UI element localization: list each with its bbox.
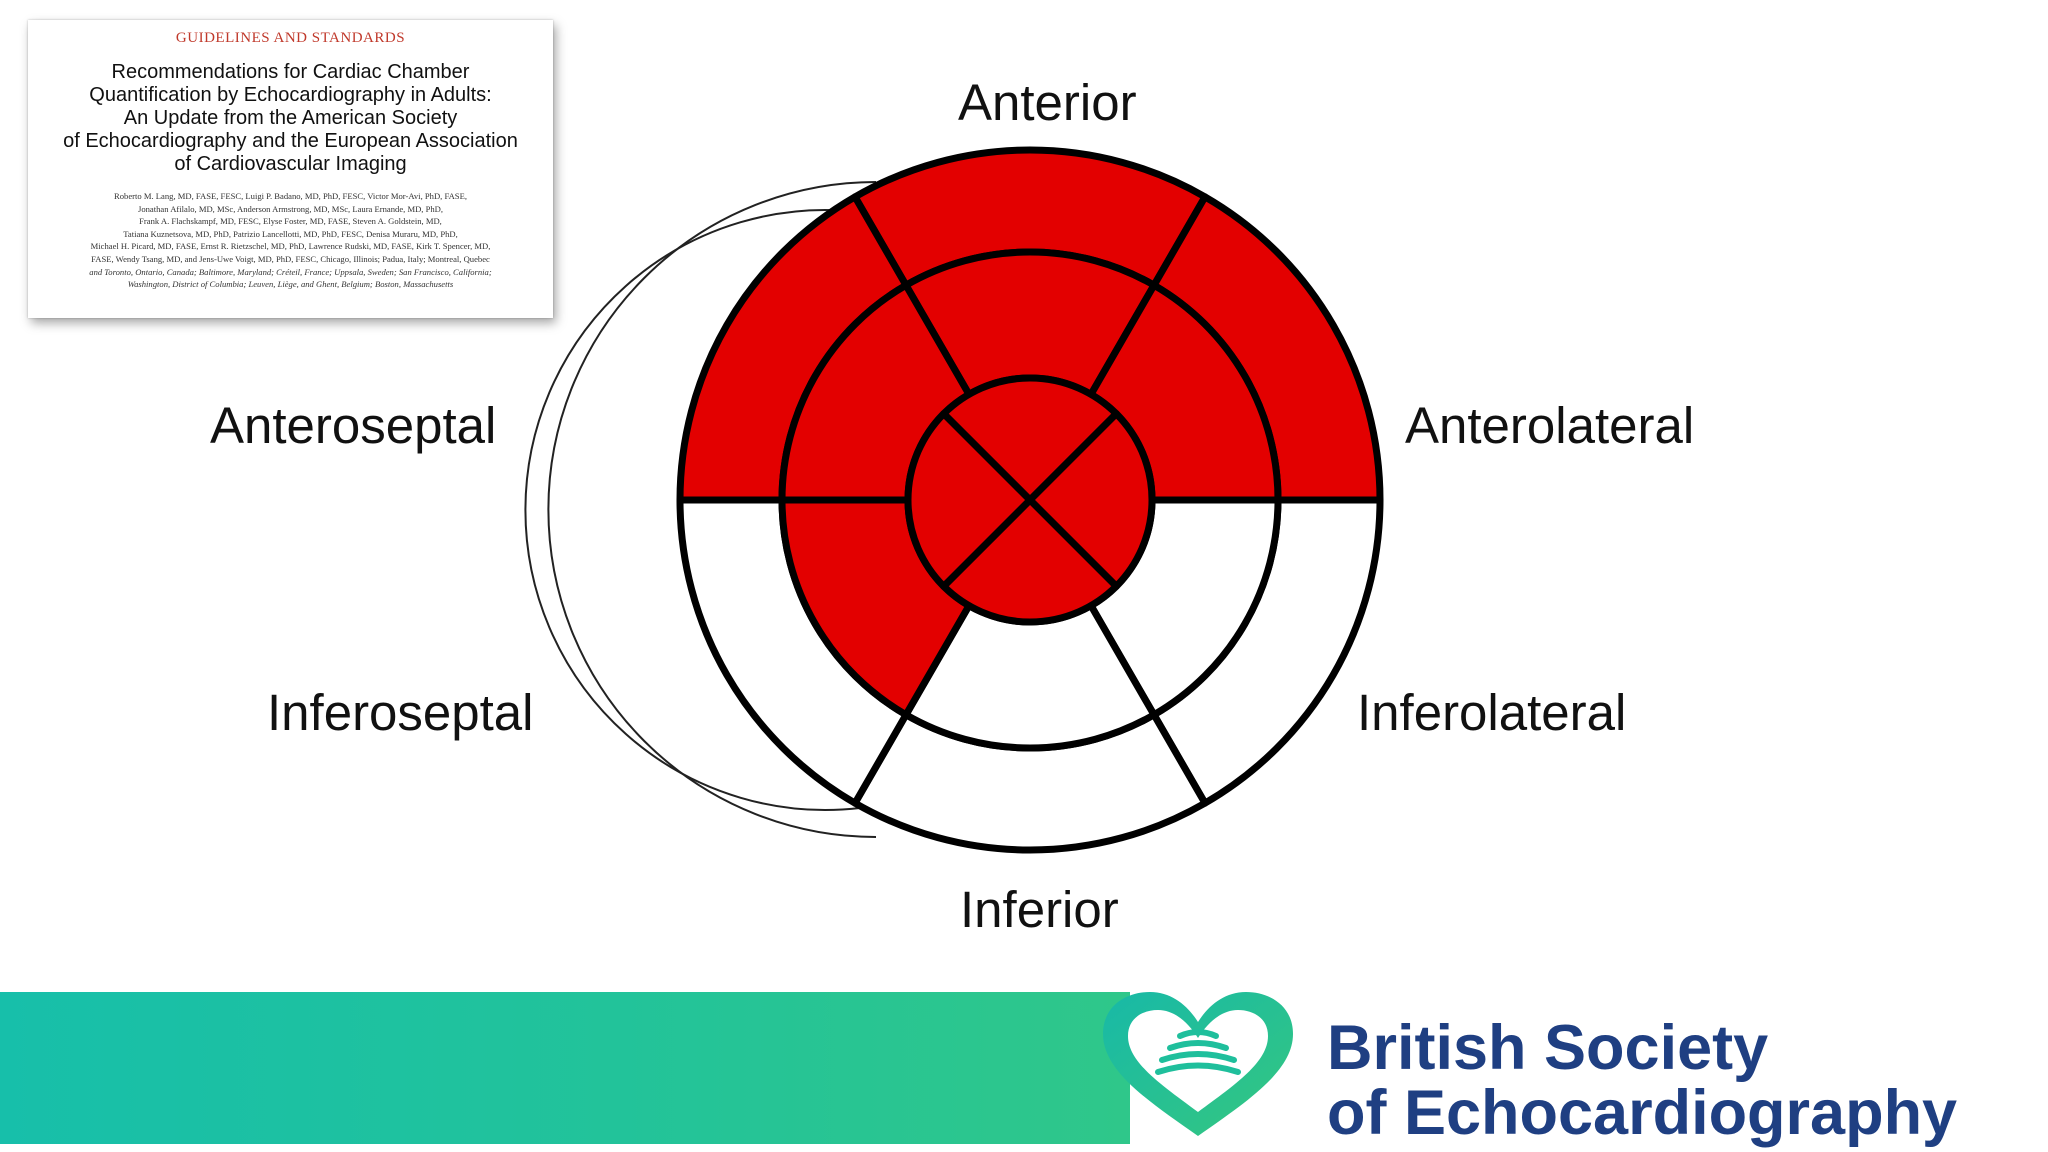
segments-group (676, 146, 1384, 854)
label-inferoseptal: Inferoseptal (267, 684, 534, 741)
label-anterolateral: Anterolateral (1405, 397, 1695, 454)
paper-affiliations: and Toronto, Ontario, Canada; Baltimore,… (42, 266, 539, 291)
paper-affiliation-line: Washington, District of Columbia; Leuven… (127, 279, 454, 290)
label-anterior: Anterior (958, 74, 1137, 131)
paper-authors: Roberto M. Lang, MD, FASE, FESC, Luigi P… (42, 190, 539, 266)
paper-author-line: Roberto M. Lang, MD, FASE, FESC, Luigi P… (114, 191, 467, 201)
paper-author-line: Frank A. Flachskampf, MD, FESC, Elyse Fo… (139, 216, 442, 227)
paper-title-line: An Update from the American Society (123, 107, 458, 129)
brand-name-line1: British Society (1327, 1013, 1769, 1083)
paper-thumbnail: GUIDELINES AND STANDARDS Recommendations… (28, 20, 553, 318)
segment-apical-inferior (940, 496, 1120, 626)
paper-title-line: Quantification by Echocardiography in Ad… (89, 84, 492, 106)
heart-outline-arc-outer (547, 181, 877, 838)
segment-apical-anterior (940, 374, 1120, 504)
bullseye-diagram (524, 146, 1384, 854)
paper-author-line: Tatiana Kuznetsova, MD, PhD, Patrizio La… (123, 228, 458, 239)
paper-affiliation-line: and Toronto, Ontario, Canada; Baltimore,… (89, 266, 492, 277)
paper-author-line: Jonathan Afilalo, MD, MSc, Anderson Arms… (137, 203, 444, 214)
paper-title-line: Recommendations for Cardiac Chamber (111, 61, 470, 83)
label-anteroseptal: Anteroseptal (210, 397, 497, 454)
label-inferolateral: Inferolateral (1357, 684, 1627, 741)
brand-name-line2: of Echocardiography (1327, 1078, 1958, 1148)
paper-title: Recommendations for Cardiac Chamber Quan… (42, 61, 539, 176)
paper-title-line: of Cardiovascular Imaging (174, 153, 407, 175)
paper-author-line: FASE, Wendy Tsang, MD, and Jens-Uwe Voig… (91, 253, 490, 264)
paper-author-line: Michael H. Picard, MD, FASE, Ernst R. Ri… (90, 241, 491, 252)
paper-section-label: GUIDELINES AND STANDARDS (175, 30, 406, 46)
heart-echo-icon (1103, 992, 1293, 1136)
segment-apical-lateral (1026, 410, 1156, 590)
paper-title-line: of Echocardiography and the European Ass… (63, 130, 518, 152)
heart-outline-arc-inner (524, 209, 861, 811)
label-inferior: Inferior (960, 881, 1119, 938)
segment-apical-septal (904, 410, 1034, 590)
